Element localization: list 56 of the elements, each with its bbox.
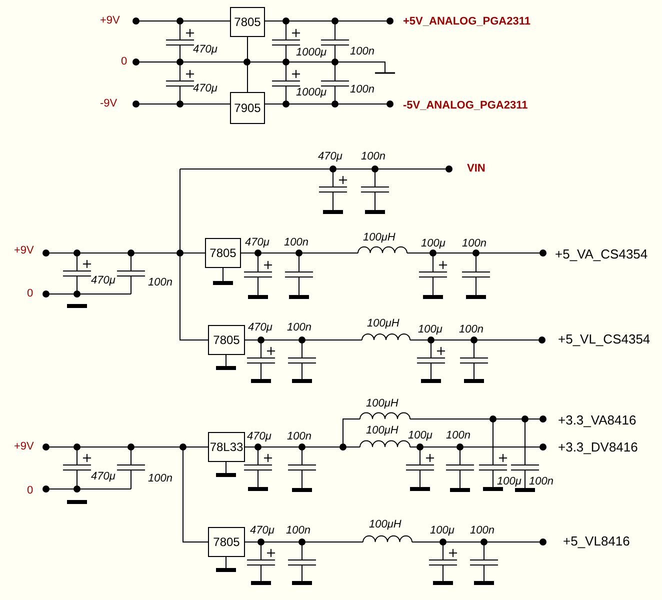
component-value: 100μ [421,238,446,250]
component-value: 100μH [366,426,398,436]
regulator-box: 78L33 [208,432,245,462]
component-value: 470μ [91,472,116,482]
net-label: -5V_ANALOG_PGA2311 [403,100,528,112]
net-label: 0 [121,56,128,68]
regulator-box: 7805 [208,325,245,355]
component-value: 100n [459,324,484,336]
net-label: +5V_ANALOG_PGA2311 [403,16,530,28]
net-label: VIN [467,164,486,174]
regulator-box: 7905 [230,92,265,124]
component-value: 100n [148,278,172,288]
component-value: 100μH [367,318,400,330]
component-value: 1000μ [296,48,326,58]
net-label: 0 [27,288,34,300]
component-value: 100n [446,430,470,442]
component-value: 100n [361,152,386,162]
regulator-box: 7805 [205,238,241,268]
component-value: 100μ [430,526,454,536]
component-value: 470μ [248,322,272,334]
net-label: +3.3_VA8416 [558,414,636,426]
component-value: 100n [286,526,310,536]
net-label: +3.3_DV8416 [558,440,638,454]
component-value: 470μ [91,276,116,286]
component-value: 100n [148,474,172,484]
component-value: 100n [470,526,494,536]
component-value: 100n [529,476,554,488]
wire [182,446,208,542]
component-value: 470μ [193,84,218,94]
net-label: +9V [14,442,34,452]
net-label: +5_VL_CS4354 [558,332,650,346]
component-value: 100n [350,84,374,96]
component-value: 100n [287,322,312,334]
regulator-box: 7805 [230,7,265,37]
component-value: 470μ [318,152,342,162]
component-value: 470μ [193,44,218,56]
net-label: +5_VL8416 [563,534,630,548]
net-label: +9V [14,246,34,256]
component-value: 100μH [366,398,398,410]
component-value: 100μ [408,430,432,442]
wire [180,252,208,340]
component-value: 100μ [418,324,442,336]
regulator-box: 7805 [208,527,245,557]
component-value: 100μH [363,232,396,244]
net-label: 0 [27,486,34,496]
net-label: +9V [100,16,120,26]
wire [247,36,248,92]
component-value: 100n [284,238,308,248]
component-value: 100n [462,238,486,250]
component-value: 100μH [369,520,402,530]
net-label: -9V [100,98,118,110]
component-value: 100n [350,46,374,58]
component-value: 100n [287,432,312,442]
component-value: 1000μ [296,88,326,98]
net-label: +5_VA_CS4354 [555,248,648,260]
component-value: 100μ [497,476,522,488]
